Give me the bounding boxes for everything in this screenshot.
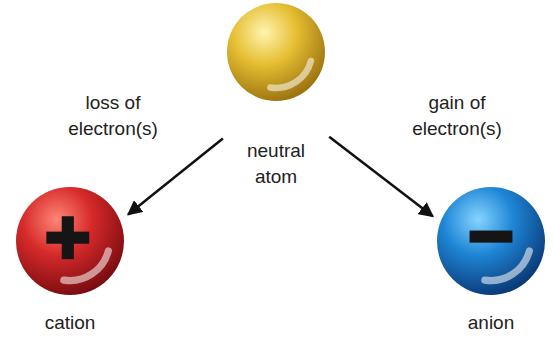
edge-label: loss of electron(s): [51, 90, 175, 142]
minus-symbol: [470, 231, 513, 243]
atom-sphere: [15, 186, 125, 296]
ion-node: neutral atom: [226, 2, 326, 190]
plus-symbol: [46, 216, 89, 259]
atom-sphere: [226, 2, 326, 102]
sphere-glint: [485, 251, 530, 281]
ion-node: cation: [15, 186, 125, 336]
sphere-glint: [270, 61, 311, 88]
atom-label: cation: [15, 310, 125, 336]
atom-sphere: [436, 186, 546, 296]
plus-bar: [62, 216, 74, 259]
sphere-body: [227, 3, 325, 101]
ion-node: anion: [436, 186, 546, 336]
sphere-body: [16, 187, 124, 295]
atom-label: anion: [436, 310, 546, 336]
sphere-body: [437, 187, 545, 295]
atom-label: neutral atom: [226, 138, 326, 190]
reaction-arrow: [128, 139, 223, 215]
edge-label: gain of electron(s): [395, 90, 519, 142]
reaction-arrow: [329, 137, 433, 217]
